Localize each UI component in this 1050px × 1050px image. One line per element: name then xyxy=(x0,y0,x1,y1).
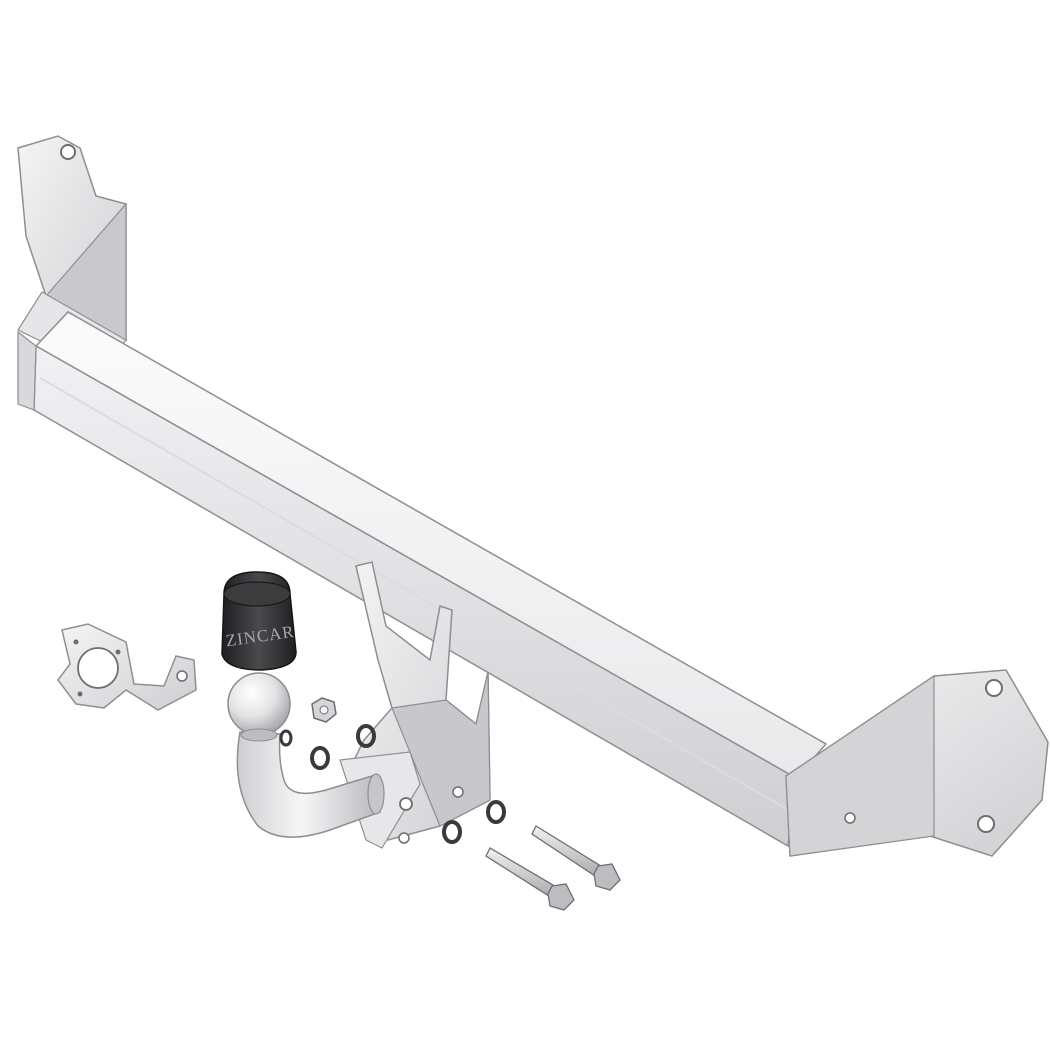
bracket-bolt-hole xyxy=(977,815,995,833)
bracket-hole xyxy=(844,812,856,824)
tow-ball xyxy=(227,672,291,742)
socket-bracket-hole xyxy=(176,670,188,682)
washer xyxy=(310,746,330,770)
washer xyxy=(442,820,462,844)
bolt xyxy=(485,847,575,911)
washer xyxy=(486,800,506,824)
tow-ball-neck xyxy=(236,731,385,838)
socket-bracket xyxy=(57,623,197,711)
right-mounting-bracket xyxy=(785,669,1049,857)
socket-hole xyxy=(77,647,119,689)
bracket-bolt-hole xyxy=(985,679,1003,697)
hardware-set xyxy=(279,697,506,844)
washer xyxy=(279,729,293,747)
nut xyxy=(311,697,337,723)
tow-ball-cover: ZINCAR xyxy=(221,571,297,671)
hitch-bolt-hole xyxy=(398,832,410,844)
hitch-bolt-hole xyxy=(399,797,413,811)
washer xyxy=(356,724,376,748)
hitch-bolt-hole xyxy=(452,786,464,798)
bolt xyxy=(531,825,621,891)
cross-beam xyxy=(17,311,828,848)
bracket-bolt-hole xyxy=(60,144,76,160)
